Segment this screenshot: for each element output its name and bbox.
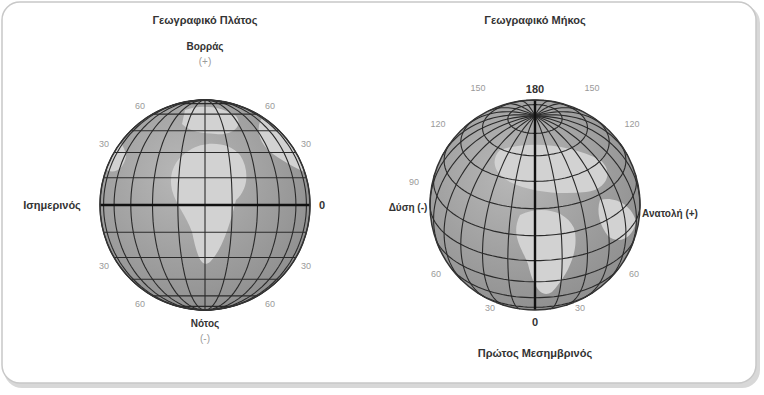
grid-line	[430, 116, 535, 205]
grid-line	[535, 116, 609, 298]
globe-right-outline	[430, 100, 640, 310]
degree-label: 0	[532, 316, 538, 329]
axis-label: Ισημερινός	[23, 199, 81, 212]
degree-label: 30	[98, 139, 110, 149]
grid-line	[535, 108, 582, 116]
grid-line	[535, 116, 626, 280]
grid-line	[535, 104, 564, 116]
equator-line	[100, 204, 310, 206]
degree-label: 180	[526, 83, 544, 96]
degree-label: 30	[98, 261, 110, 271]
axis-label: Γεωγραφικό Μήκος	[484, 14, 585, 27]
grid-line	[535, 116, 640, 205]
degree-label: 120	[429, 119, 446, 129]
axis-label: Βορράς	[186, 41, 223, 53]
degree-label: 150	[583, 83, 600, 93]
axis-label: Γεωγραφικό Πλάτος	[152, 14, 257, 27]
degree-label: (-)	[199, 333, 211, 345]
degree-label: 120	[623, 119, 640, 129]
axis-label: Ανατολή (+)	[642, 208, 698, 220]
degree-label: (+)	[198, 56, 213, 68]
degree-label: 150	[469, 83, 486, 93]
degree-label: 0	[319, 199, 325, 212]
degree-label: 60	[628, 269, 640, 279]
grid-line	[535, 116, 636, 250]
axis-label: Πρώτος Μεσημβρινός	[478, 347, 592, 360]
degree-label: 90	[408, 177, 420, 187]
grid-line	[444, 116, 535, 280]
globe-left	[100, 100, 310, 310]
grid-line	[100, 204, 310, 205]
frame	[2, 2, 756, 383]
degree-label: 30	[574, 303, 586, 313]
axis-label: Δύση (-)	[389, 202, 428, 214]
degree-label: 60	[264, 299, 276, 309]
degree-label: 30	[300, 261, 312, 271]
globe-right	[430, 100, 640, 310]
degree-label: 30	[300, 139, 312, 149]
degree-label: 60	[264, 101, 276, 111]
prime-meridian-line	[534, 100, 536, 310]
degree-label: 60	[134, 299, 146, 309]
globe-left-outline	[100, 100, 310, 310]
axis-label: Νότος	[191, 318, 220, 330]
grid-line	[535, 101, 549, 116]
graticule-left	[100, 100, 310, 310]
degree-label: 60	[134, 101, 146, 111]
grid-line	[461, 116, 535, 298]
grid-line	[535, 116, 562, 309]
grid-line	[508, 116, 535, 309]
degree-label: 60	[430, 269, 442, 279]
grid-line	[535, 116, 588, 305]
graticule-right	[430, 100, 640, 310]
degree-label: 30	[484, 303, 496, 313]
